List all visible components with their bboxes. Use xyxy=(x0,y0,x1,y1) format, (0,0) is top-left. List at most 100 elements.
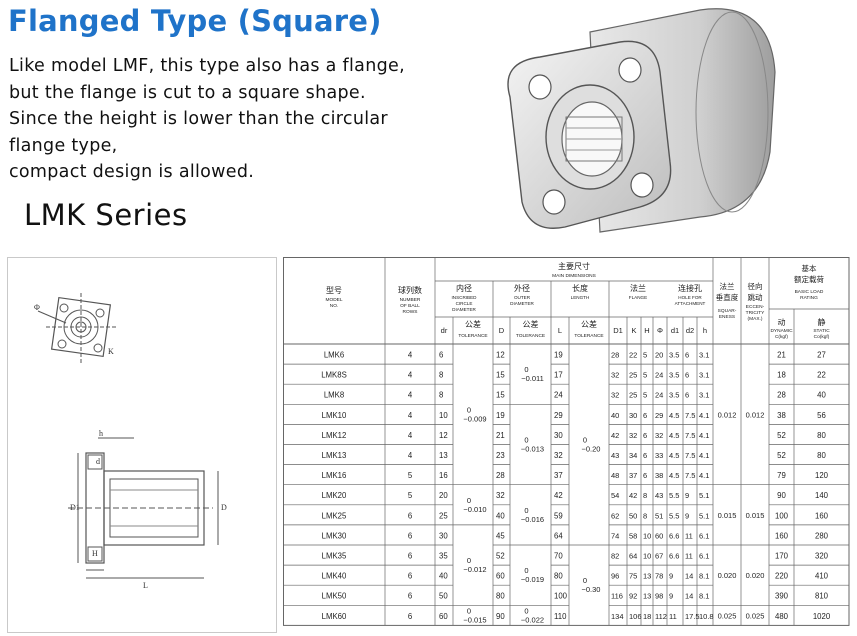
dynamic-load-cell: 52 xyxy=(777,451,786,460)
tolerance-upper: 0 xyxy=(583,436,587,445)
d2-cell: 11 xyxy=(685,552,693,561)
technical-drawing: Φ h H D D1 L d K xyxy=(7,257,277,633)
h-cell: 3.1 xyxy=(699,371,709,380)
tolerance-upper: 0 xyxy=(524,365,528,374)
dr-cell: 8 xyxy=(439,371,443,380)
D1-cell: 74 xyxy=(611,531,619,540)
drawing-label-d: d xyxy=(96,457,100,466)
model-cell: LMK6 xyxy=(324,351,344,360)
H-cell: 13 xyxy=(643,572,651,581)
tolerance-upper: 0 xyxy=(583,576,587,585)
d2-cell: 7.5 xyxy=(685,431,695,440)
L-cell: 59 xyxy=(554,511,563,520)
rows-cell: 6 xyxy=(408,612,412,621)
tolerance-lower: −0.022 xyxy=(521,615,544,624)
d1-cell: 6.6 xyxy=(669,552,679,561)
static-load-cell: 80 xyxy=(817,451,826,460)
D1-cell: 54 xyxy=(611,491,619,500)
L-cell: 64 xyxy=(554,531,563,540)
d2-cell: 11 xyxy=(685,531,693,540)
drawing-label-L: L xyxy=(143,581,148,590)
dynamic-load-cell: 18 xyxy=(777,371,786,380)
precision-value: 0.012 xyxy=(746,410,765,419)
subheader-static-en: STATIC xyxy=(813,328,830,334)
page-title: Flanged Type (Square) xyxy=(8,4,382,38)
K-cell: 22 xyxy=(629,351,637,360)
D1-cell: 43 xyxy=(611,451,619,460)
h-cell: 3.1 xyxy=(699,391,709,400)
K-cell: 42 xyxy=(629,491,637,500)
tolerance-lower: −0.015 xyxy=(463,615,486,624)
D-cell: 12 xyxy=(496,351,505,360)
D-cell: 60 xyxy=(496,572,505,581)
K-cell: 25 xyxy=(629,371,637,380)
header-length-cn: 长度 xyxy=(572,283,588,293)
d1-cell: 4.5 xyxy=(669,451,679,460)
header-load-cn: 基本 xyxy=(802,263,817,273)
h-cell: 4.1 xyxy=(699,471,709,480)
tolerance-upper: 0 xyxy=(524,436,528,445)
d1-cell: 6.6 xyxy=(669,531,679,540)
static-load-cell: 280 xyxy=(815,531,829,540)
h-cell: 10.8 xyxy=(699,612,714,621)
L-cell: 42 xyxy=(554,491,563,500)
header-hole-cn: 连接孔 xyxy=(678,283,702,293)
tolerance-lower: −0.019 xyxy=(521,575,544,584)
static-load-cell: 160 xyxy=(815,511,829,520)
header-outer-en: OUTER xyxy=(514,295,531,300)
header-rows-en: NUMBER xyxy=(400,297,421,303)
D-cell: 15 xyxy=(496,371,505,380)
d2-cell: 7.5 xyxy=(685,451,695,460)
D1-cell: 96 xyxy=(611,572,619,581)
header-ecc-en: TRICITY xyxy=(746,310,765,316)
static-load-cell: 80 xyxy=(817,431,826,440)
h-cell: 5.1 xyxy=(699,491,709,500)
phi-cell: 67 xyxy=(655,552,663,561)
header-inner-en: INSCRIBED xyxy=(451,295,477,300)
precision-value: 0.015 xyxy=(718,511,737,520)
header-load-en: RATING xyxy=(800,295,818,301)
subheader-L: L xyxy=(558,326,562,335)
phi-cell: 78 xyxy=(655,572,663,581)
dr-cell: 10 xyxy=(439,411,448,420)
subheader-tolerance-en: TOLERANCE xyxy=(516,333,545,339)
K-cell: 50 xyxy=(629,511,637,520)
subheader-tolerance-cn: 公差 xyxy=(581,319,597,329)
dynamic-load-cell: 21 xyxy=(777,351,786,360)
K-cell: 37 xyxy=(629,471,637,480)
h-cell: 5.1 xyxy=(699,511,709,520)
D-cell: 40 xyxy=(496,511,505,520)
dr-cell: 25 xyxy=(439,511,448,520)
description-line: Like model LMF, this type also has a fla… xyxy=(9,56,405,76)
dr-cell: 8 xyxy=(439,391,443,400)
L-cell: 19 xyxy=(554,351,563,360)
K-cell: 34 xyxy=(629,451,637,460)
product-image xyxy=(507,8,776,233)
subheader-hole: h xyxy=(703,326,707,335)
rows-cell: 4 xyxy=(408,431,413,440)
L-cell: 32 xyxy=(554,451,563,460)
header-inner-cn: 内径 xyxy=(456,283,472,293)
rows-cell: 6 xyxy=(408,552,412,561)
H-cell: 6 xyxy=(643,431,647,440)
D-cell: 19 xyxy=(496,411,505,420)
d2-cell: 14 xyxy=(685,572,693,581)
tolerance-upper: 0 xyxy=(467,496,471,505)
header-rows-en: ROWS xyxy=(403,309,418,315)
subheader-dynamic-en: DYNAMIC xyxy=(770,328,793,334)
model-cell: LMK12 xyxy=(322,431,347,440)
model-cell: LMK20 xyxy=(322,491,347,500)
subheader-flange: D1 xyxy=(613,326,623,335)
dynamic-load-cell: 220 xyxy=(775,572,789,581)
header-load-cn: 额定载荷 xyxy=(794,274,824,284)
tolerance-upper: 0 xyxy=(524,566,528,575)
tolerance-lower: −0.010 xyxy=(463,505,486,514)
header-outer-en: DIAMETER xyxy=(510,301,534,306)
header-model-cn: 型号 xyxy=(326,286,342,295)
D1-cell: 116 xyxy=(611,592,623,601)
phi-cell: 20 xyxy=(655,351,663,360)
drawing-label-K: K xyxy=(108,347,114,356)
d2-cell: 6 xyxy=(685,371,689,380)
phi-cell: 33 xyxy=(655,451,663,460)
header-ecc-en: (MAX.) xyxy=(748,316,763,322)
